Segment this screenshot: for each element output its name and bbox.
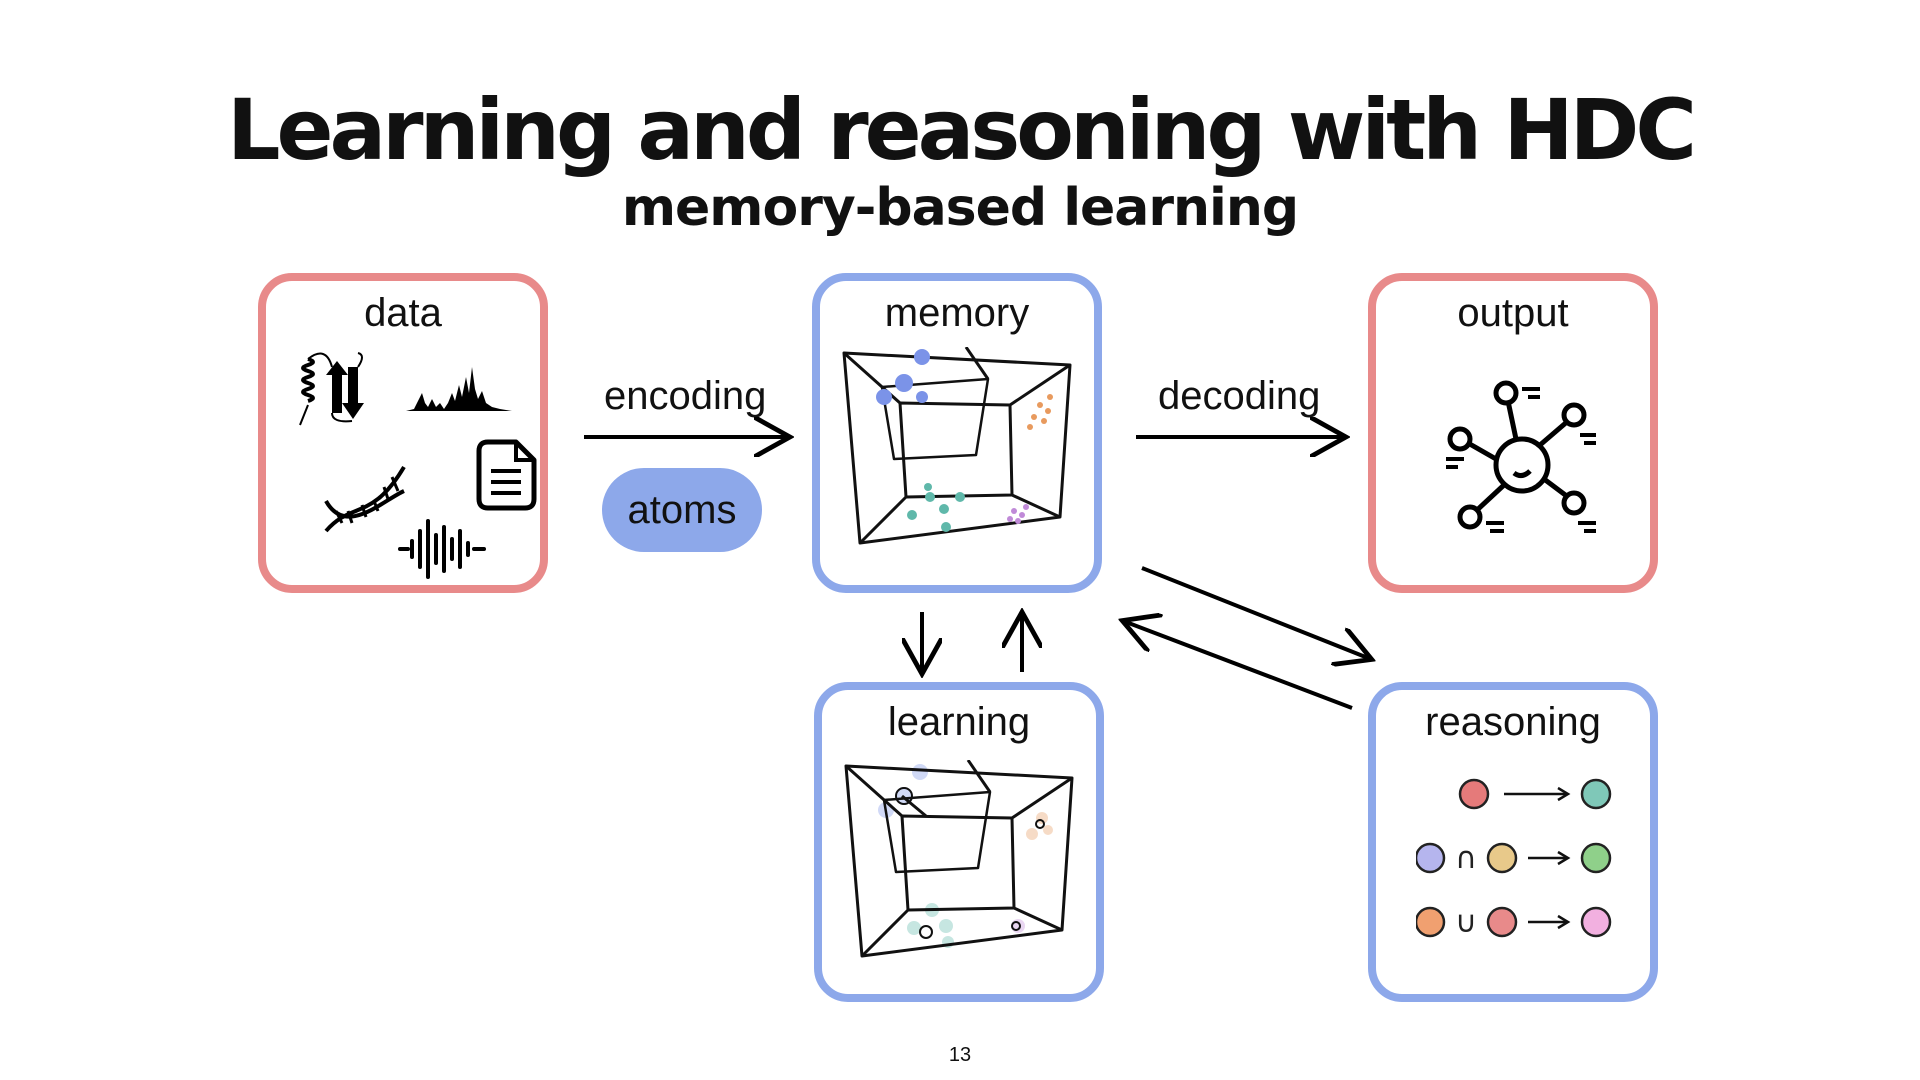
hypercube-icon bbox=[844, 760, 1074, 958]
memory-box-label: memory bbox=[884, 291, 1030, 335]
concept-circle bbox=[1486, 906, 1518, 938]
reasoning-box: reasoning ∩∪ bbox=[1368, 682, 1658, 1002]
page-number: 13 bbox=[948, 1044, 972, 1066]
data-box: data bbox=[258, 273, 548, 593]
reasoning-rule: ∪ bbox=[1416, 905, 1612, 940]
reasoning-rules: ∩∪ bbox=[1416, 778, 1612, 940]
output-box: output bbox=[1368, 273, 1658, 593]
concept-circle bbox=[1580, 906, 1612, 938]
document-icon bbox=[476, 439, 537, 511]
protein-structure-icon bbox=[299, 352, 364, 426]
concept-circle bbox=[1416, 906, 1446, 938]
implies-arrow-head bbox=[1557, 914, 1571, 930]
knowledge-graph-icon bbox=[1446, 380, 1596, 533]
output-box-label: output bbox=[1457, 291, 1569, 335]
concept-circle bbox=[1458, 778, 1490, 810]
set-operator: ∩ bbox=[1455, 841, 1477, 876]
encoding-label: encoding bbox=[604, 374, 767, 418]
reasoning-box-label: reasoning bbox=[1425, 700, 1601, 744]
slide-title: Learning and reasoning with HDC bbox=[226, 81, 1697, 179]
set-operator: ∪ bbox=[1455, 905, 1477, 940]
implies-arrow-head bbox=[1557, 850, 1571, 866]
concept-circle bbox=[1416, 842, 1446, 874]
dna-helix-icon bbox=[324, 465, 406, 533]
atoms-pill: atoms bbox=[602, 468, 762, 552]
learning-box: learning bbox=[814, 682, 1104, 1002]
reasoning-rule: ∩ bbox=[1416, 841, 1612, 876]
hypercube-icon bbox=[842, 347, 1072, 545]
implies-arrow-head bbox=[1557, 786, 1571, 802]
slide-subtitle: memory-based learning bbox=[621, 178, 1299, 238]
reasoning-rule bbox=[1458, 778, 1612, 810]
atoms-label: atoms bbox=[627, 487, 737, 532]
memory-to-reasoning-arrow bbox=[1141, 566, 1368, 658]
concept-circle bbox=[1580, 778, 1612, 810]
concept-circle bbox=[1580, 842, 1612, 874]
reasoning-to-memory-arrow bbox=[1126, 622, 1353, 710]
memory-box: memory bbox=[812, 273, 1102, 593]
learning-box-label: learning bbox=[887, 700, 1031, 744]
spectrum-peaks-icon bbox=[406, 367, 512, 411]
decoding-label: decoding bbox=[1158, 374, 1321, 418]
sound-wave-icon bbox=[398, 519, 486, 579]
data-box-label: data bbox=[364, 291, 442, 335]
concept-circle bbox=[1486, 842, 1518, 874]
